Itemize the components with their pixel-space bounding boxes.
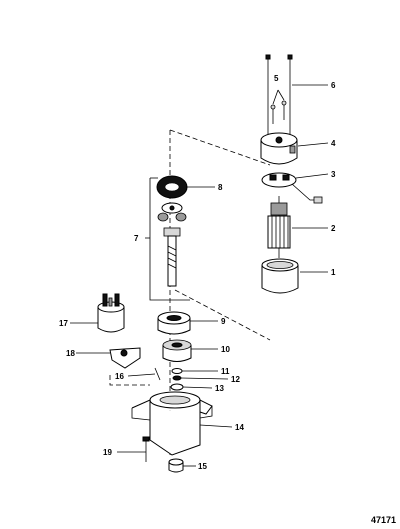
callout-17: 17 [59, 319, 68, 328]
washers [170, 368, 184, 391]
callout-10: 10 [221, 345, 230, 354]
pivot-pin [154, 367, 161, 381]
assembly-guide-lines [109, 129, 271, 455]
armature [267, 196, 291, 258]
callout-9: 9 [221, 317, 226, 326]
shift-lever [109, 347, 141, 369]
callout-13: 13 [215, 384, 224, 393]
callout-11: 11 [221, 367, 230, 376]
callout-14: 14 [235, 423, 244, 432]
callout-6: 6 [331, 81, 336, 90]
clutch [162, 339, 192, 362]
callout-19: 19 [103, 448, 112, 457]
callout-labels: 1 2 3 4 5 6 7 8 9 10 11 12 13 14 15 16 1… [59, 74, 336, 471]
callout-12: 12 [231, 375, 240, 384]
drive-assembly [149, 177, 190, 301]
bushing [168, 458, 184, 473]
housing-bolt [142, 436, 150, 462]
callout-16: 16 [115, 372, 124, 381]
pinion-gear [157, 311, 191, 335]
callout-1: 1 [331, 268, 336, 277]
callout-8: 8 [218, 183, 223, 192]
figure-number: 47171 [370, 515, 396, 525]
callout-5: 5 [274, 74, 279, 83]
callout-7: 7 [134, 234, 139, 243]
callout-3: 3 [331, 170, 336, 179]
end-cap [260, 132, 298, 165]
solenoid [97, 293, 125, 333]
screws [270, 100, 287, 124]
field-frame [261, 258, 299, 294]
callout-2: 2 [331, 224, 336, 233]
drive-housing [131, 391, 213, 456]
callout-4: 4 [331, 139, 336, 148]
brush-plate [261, 172, 323, 204]
callout-15: 15 [198, 462, 207, 471]
through-bolts [265, 54, 293, 135]
leader-lines [70, 84, 329, 467]
callout-18: 18 [66, 349, 75, 358]
drive-spring [156, 175, 188, 214]
